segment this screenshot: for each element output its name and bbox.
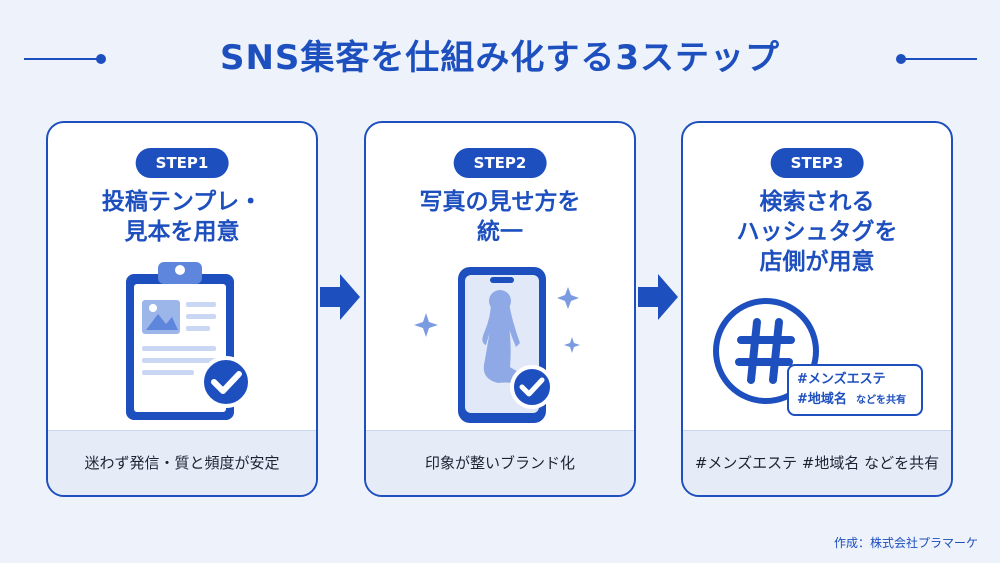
step-badge: STEP1	[135, 148, 229, 178]
step-heading-line: 検索される	[759, 189, 875, 215]
step-heading: 写真の見せ方を 統一	[366, 187, 634, 247]
step-heading-line: ハッシュタグを	[736, 219, 898, 245]
step-description: #メンズエステ #地域名 などを共有	[683, 430, 951, 495]
step-heading-line: 写真の見せ方を	[419, 189, 581, 215]
hashtag-tag-sub: などを共有	[856, 395, 906, 406]
hashtag-tag-box: #メンズエステ #地域名 などを共有	[787, 364, 923, 416]
smartphone-photo-icon	[414, 267, 580, 423]
step-card-3: STEP3 検索される ハッシュタグを 店側が用意 #メンズエステ #地域名 な…	[681, 121, 953, 497]
step-heading: 検索される ハッシュタグを 店側が用意	[683, 187, 951, 277]
title-decoration-dot-left	[96, 54, 106, 64]
title-decoration-line-left	[24, 58, 99, 60]
clipboard-icon	[126, 262, 252, 420]
step-card-1: STEP1 投稿テンプレ・ 見本を用意 迷わず発信・質と頻度が安定	[46, 121, 318, 497]
step-description: 迷わず発信・質と頻度が安定	[48, 430, 316, 495]
page-title: SNS集客を仕組み化する3ステップ	[219, 38, 781, 78]
title-row: SNS集客を仕組み化する3ステップ	[0, 30, 1000, 80]
step-heading: 投稿テンプレ・ 見本を用意	[48, 187, 316, 247]
step-heading-line: 投稿テンプレ・	[101, 189, 263, 215]
step-heading-line: 見本を用意	[124, 219, 240, 245]
step-heading-line: 統一	[477, 219, 523, 245]
step-badge: STEP3	[770, 148, 864, 178]
step-card-2: STEP2 写真の見せ方を 統一 印象が整いブランド化	[364, 121, 636, 497]
title-decoration-line-right	[902, 58, 977, 60]
hashtag-tag-main: #地域名	[797, 392, 847, 407]
title-decoration-dot-right	[896, 54, 906, 64]
arrow-right-icon	[320, 274, 360, 320]
hashtag-tag-line: #メンズエステ	[797, 372, 886, 387]
hashtag-tag-line: #地域名 などを共有	[797, 389, 913, 410]
step-badge: STEP2	[453, 148, 547, 178]
step-description: 印象が整いブランド化	[366, 430, 634, 495]
step-heading-line: 店側が用意	[759, 249, 875, 275]
arrow-right-icon	[638, 274, 678, 320]
credit-text: 作成：株式会社プラマーケ	[833, 536, 978, 550]
